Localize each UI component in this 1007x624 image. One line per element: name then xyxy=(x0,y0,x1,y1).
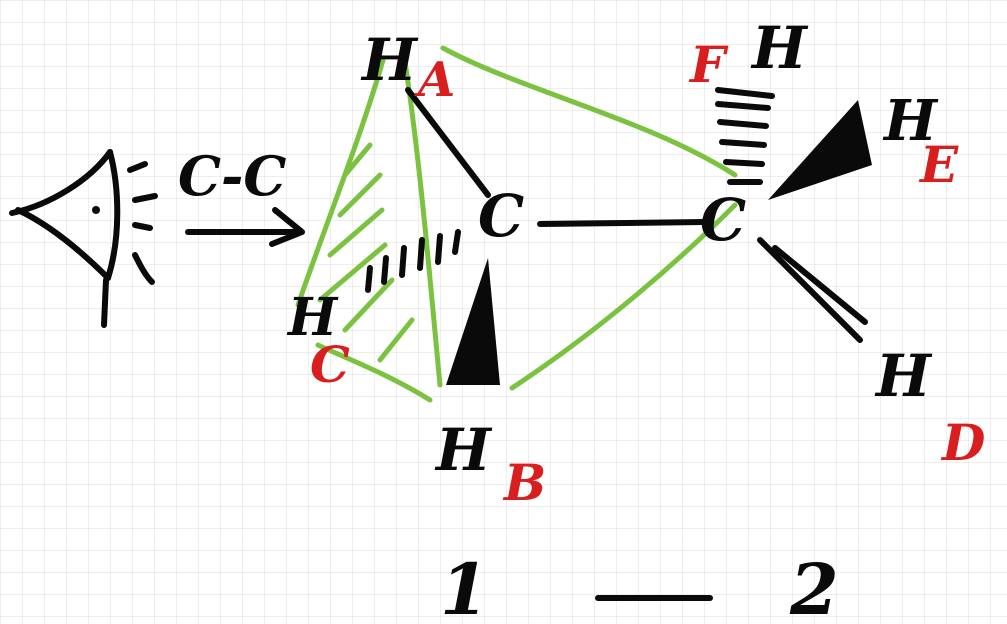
hydrogen-back-top-label: H xyxy=(750,14,809,82)
front-carbon-label: C xyxy=(478,182,524,250)
hydrogen-back-bottom-label: H xyxy=(874,342,933,410)
letter-e-label: E xyxy=(918,135,959,194)
front-wedge-bond xyxy=(446,258,500,385)
back-carbon-label: C xyxy=(700,186,746,254)
letter-d-label: D xyxy=(940,413,985,472)
letter-b-label: B xyxy=(502,453,546,512)
back-wedge-bond xyxy=(768,100,872,200)
back-carbon-bonds xyxy=(715,87,868,343)
carbon-number-1: 1 xyxy=(440,548,489,624)
eye-icon xyxy=(9,149,158,328)
green-outline xyxy=(295,45,738,403)
carbon-number-2: 2 xyxy=(789,548,839,624)
view-arrow xyxy=(185,207,305,247)
letter-a-label: A xyxy=(414,52,455,108)
letter-c-label: C xyxy=(310,335,350,394)
front-carbon-bonds xyxy=(365,87,708,293)
letter-f-label: F xyxy=(688,35,729,94)
view-note-label: C-C xyxy=(178,144,286,208)
hydrogen-front-bottom-label: H xyxy=(434,416,493,484)
hydrogen-back-right-label: H xyxy=(882,88,939,154)
hydrogen-front-left-label: H xyxy=(286,287,339,348)
hydrogen-front-top-label: H xyxy=(360,26,419,94)
